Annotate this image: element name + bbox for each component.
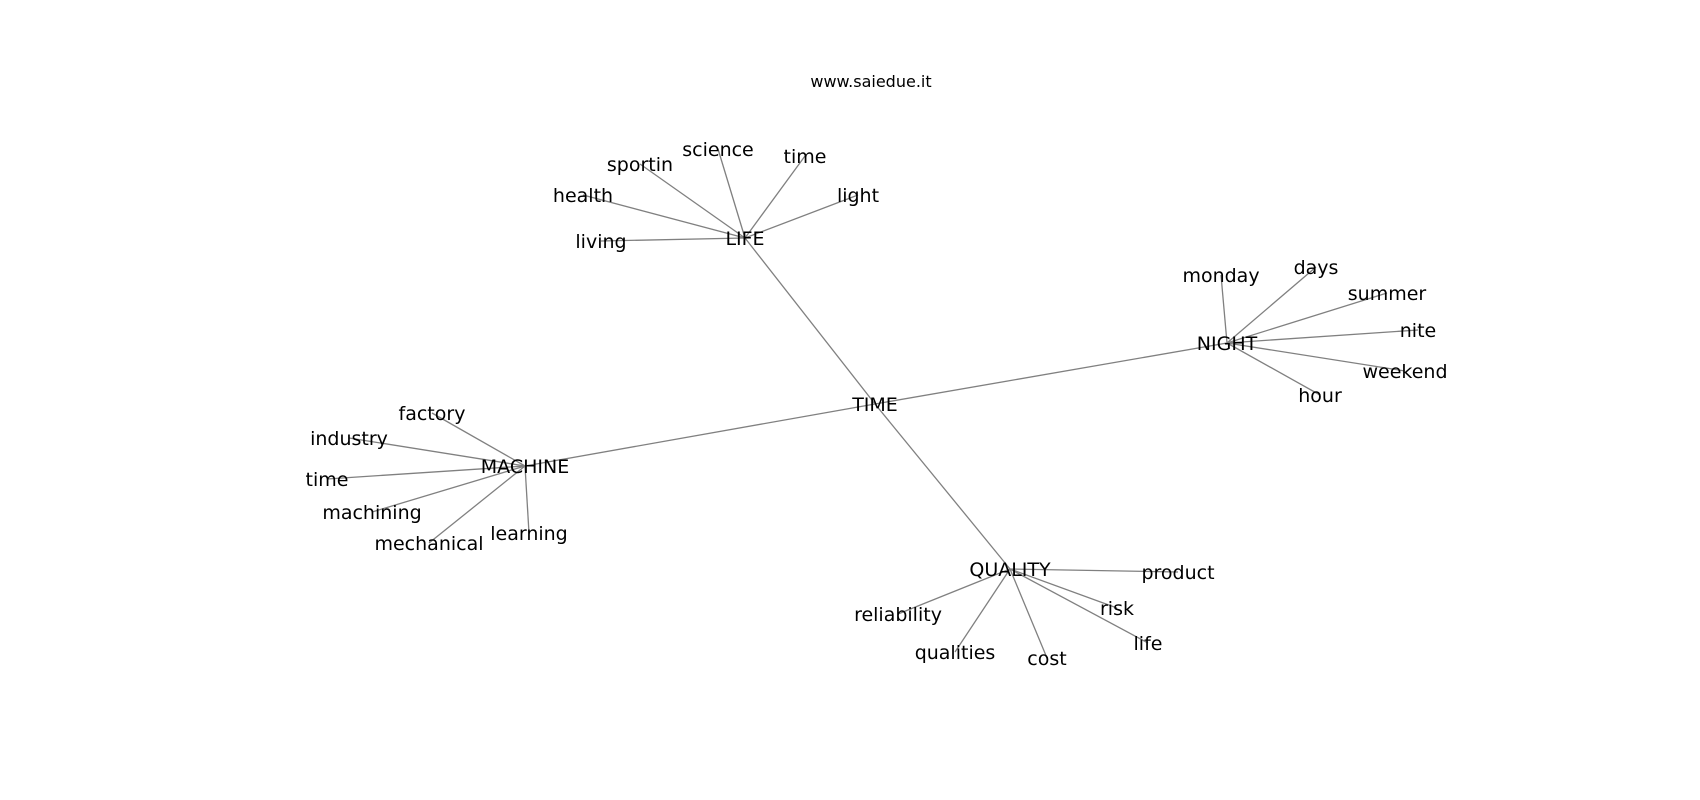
leaf-node-night-weekend: weekend xyxy=(1362,361,1447,383)
edge-night-nite xyxy=(1226,329,1419,344)
leaf-node-life-science: science xyxy=(682,139,754,161)
edge-root-life xyxy=(744,237,876,405)
leaf-node-life-sportin: sportin xyxy=(607,154,673,176)
edge-layer xyxy=(326,148,1419,659)
edge-quality-cost xyxy=(1009,568,1048,659)
leaf-node-quality-life: life xyxy=(1134,633,1163,655)
edge-night-hour xyxy=(1226,342,1321,396)
watermark-text: www.saiedue.it xyxy=(810,72,931,91)
edge-night-summer xyxy=(1226,292,1388,344)
edge-quality-product xyxy=(1009,568,1179,573)
leaf-node-life-light: light xyxy=(837,185,879,207)
edge-root-night xyxy=(874,342,1228,405)
edge-quality-qualities xyxy=(954,568,1011,653)
edge-machine-machining xyxy=(371,465,526,513)
leaf-node-night-hour: hour xyxy=(1298,385,1342,407)
leaf-node-quality-risk: risk xyxy=(1100,598,1134,620)
hub-node-life: LIFE xyxy=(725,228,764,250)
edge-root-machine xyxy=(524,403,876,467)
edge-life-science xyxy=(717,148,746,239)
leaf-node-life-time: time xyxy=(784,146,827,168)
root-node-label: TIME xyxy=(851,394,898,416)
leaf-node-machine-learning: learning xyxy=(490,523,568,545)
edge-quality-life xyxy=(1009,568,1149,644)
edge-night-days xyxy=(1226,266,1317,344)
edge-life-health xyxy=(582,194,746,239)
leaf-node-quality-reliability: reliability xyxy=(854,604,942,626)
hub-node-machine: MACHINE xyxy=(481,456,569,478)
edge-machine-mechanical xyxy=(428,465,526,544)
leaf-node-life-health: health xyxy=(553,185,613,207)
leaf-node-night-nite: nite xyxy=(1400,320,1436,342)
leaf-node-night-summer: summer xyxy=(1348,283,1427,305)
edge-machine-learning xyxy=(524,465,530,534)
leaf-node-machine-time: time xyxy=(306,469,349,491)
leaf-node-quality-product: product xyxy=(1141,562,1214,584)
edge-root-quality xyxy=(874,403,1011,570)
label-layer: TIME LIFE sportin science time light health liv… xyxy=(306,139,1448,670)
leaf-node-night-days: days xyxy=(1294,257,1339,279)
leaf-node-night-monday: monday xyxy=(1182,265,1259,287)
leaf-node-machine-industry: industry xyxy=(310,428,388,450)
hub-node-quality: QUALITY xyxy=(969,559,1051,581)
edge-machine-industry xyxy=(348,437,526,467)
leaf-node-quality-qualities: qualities xyxy=(915,642,996,664)
edge-quality-risk xyxy=(1009,568,1118,609)
hub-node-night: NIGHT xyxy=(1197,333,1258,355)
edge-life-light xyxy=(744,194,859,239)
edge-life-sportin xyxy=(639,163,746,239)
edge-machine-time xyxy=(326,465,526,480)
edge-life-time xyxy=(744,155,806,239)
leaf-node-machine-machining: machining xyxy=(322,502,421,524)
leaf-node-life-living: living xyxy=(575,231,626,253)
leaf-node-machine-mechanical: mechanical xyxy=(374,533,483,555)
edge-night-weekend xyxy=(1226,342,1406,372)
leaf-node-quality-cost: cost xyxy=(1027,648,1066,670)
edge-night-monday xyxy=(1220,274,1228,344)
edge-machine-factory xyxy=(431,412,526,467)
edge-life-living xyxy=(600,237,746,242)
leaf-node-machine-factory: factory xyxy=(399,403,466,425)
edge-quality-reliability xyxy=(897,568,1011,615)
